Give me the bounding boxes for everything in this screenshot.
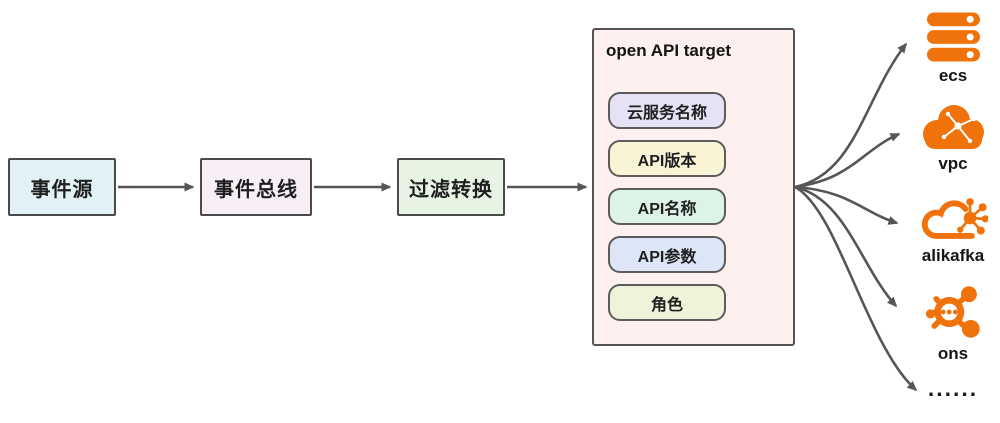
node-filter-transform-label: 过滤转换 — [409, 178, 493, 201]
target-more: ...... — [908, 375, 998, 401]
pill-label: 角色 — [650, 296, 683, 314]
pill-api-version: API版本 — [608, 140, 726, 177]
target-vpc: vpc — [908, 104, 998, 174]
node-event-bus: 事件总线 — [200, 158, 312, 216]
cloud-hub-icon — [921, 198, 988, 239]
node-cluster-icon — [925, 286, 980, 338]
target-alikafka: alikafka — [908, 194, 998, 266]
target-ons: ons — [908, 284, 998, 364]
pill-api-params: API参数 — [608, 236, 726, 273]
node-event-source-label: 事件源 — [30, 178, 94, 201]
pill-label: API版本 — [637, 152, 697, 170]
target-alikafka-label: alikafka — [921, 246, 985, 265]
cloud-network-icon — [923, 105, 984, 149]
pill-cloud-service-name: 云服务名称 — [608, 92, 726, 129]
target-vpc-label: vpc — [938, 154, 968, 173]
arrow-target-to-more — [794, 185, 918, 392]
node-event-source: 事件源 — [8, 158, 116, 216]
target-ecs: ecs — [908, 12, 998, 86]
server-stack-icon — [926, 12, 980, 62]
node-event-bus-label: 事件总线 — [214, 178, 298, 201]
pill-label: API名称 — [637, 200, 697, 218]
pill-role: 角色 — [608, 284, 726, 321]
target-ecs-label: ecs — [938, 66, 968, 85]
pill-label: API参数 — [637, 248, 697, 266]
more-targets-ellipsis: ...... — [927, 375, 979, 401]
arrow-target-to-ecs — [794, 42, 908, 189]
arrow-target-to-ons — [794, 185, 898, 308]
target-ons-label: ons — [937, 344, 969, 363]
pill-api-name: API名称 — [608, 188, 726, 225]
panel-title: open API target — [606, 41, 731, 60]
arrow-target-to-vpc — [794, 132, 901, 189]
node-filter-transform: 过滤转换 — [397, 158, 505, 216]
arrow-target-to-alikafka — [794, 185, 899, 225]
pill-label: 云服务名称 — [626, 104, 707, 122]
open-api-target-panel: open API target 云服务名称 API版本 API名称 API参数 … — [592, 28, 795, 346]
